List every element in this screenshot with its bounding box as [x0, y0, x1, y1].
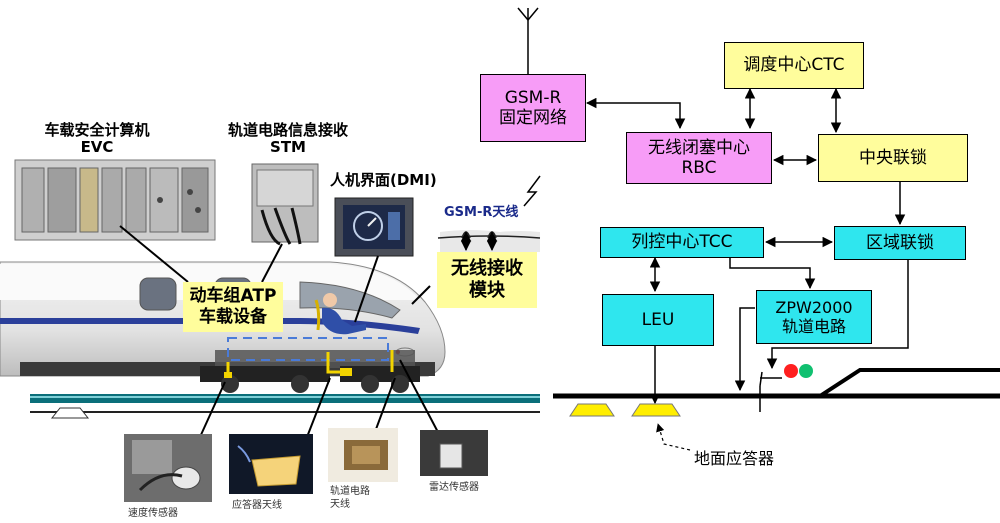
track-circuit-antenna-photo [328, 428, 398, 482]
zpw-line1: ZPW2000 [775, 298, 852, 317]
balise-right [632, 404, 680, 416]
atp-line1: 动车组ATP [190, 286, 277, 307]
tcc-label: 列控中心TCC [631, 232, 732, 252]
ctc-box: 调度中心CTC [724, 42, 864, 89]
evc-label: 车载安全计算机 EVC [22, 122, 172, 157]
stm-label: 轨道电路信息接收 STM [208, 122, 368, 157]
zpw-line2: 轨道电路 [782, 317, 846, 336]
radio-module-line1: 无线接收 [451, 258, 523, 280]
gsmr-fixed-network-box: GSM-R 固定网络 [480, 74, 586, 142]
left-balise [52, 408, 88, 418]
evc-label-line1: 车载安全计算机 [22, 122, 172, 139]
balise-antenna-label: 应答器天线 [232, 500, 282, 513]
gsmr-antenna-graphic [438, 230, 540, 252]
ground-balise-label: 地面应答器 [694, 450, 774, 468]
gsmr-net-line1: GSM-R [505, 88, 562, 108]
dmi-screen [335, 198, 413, 256]
evc-label-line2: EVC [22, 139, 172, 156]
zpw2000-box: ZPW2000 轨道电路 [756, 290, 872, 344]
track-circuit-antenna-label: 轨道电路 天线 [330, 486, 370, 511]
radar-sensor-photo [420, 430, 488, 476]
rbc-box: 无线闭塞中心 RBC [626, 132, 772, 184]
ctc-label: 调度中心CTC [743, 55, 844, 75]
central-interlock-label: 中央联锁 [859, 148, 927, 168]
stm-unit-photo [252, 164, 318, 244]
gsmr-antenna-label: GSM-R天线 [444, 206, 518, 221]
speed-sensor-photo [124, 434, 212, 502]
rbc-line2: RBC [681, 158, 716, 178]
atp-line2: 车载设备 [199, 307, 267, 328]
balise-left [570, 404, 614, 416]
stm-label-line2: STM [208, 139, 368, 156]
atp-onboard-box: 动车组ATP 车载设备 [183, 282, 283, 332]
lightning-icon [524, 176, 540, 206]
antenna-icon [518, 8, 538, 74]
zone-interlock-label: 区域联锁 [866, 233, 934, 253]
stm-label-line1: 轨道电路信息接收 [208, 122, 368, 139]
leu-box: LEU [602, 294, 714, 346]
radio-module-line2: 模块 [469, 280, 505, 302]
speed-sensor-label: 速度传感器 [128, 508, 178, 521]
dmi-label: 人机界面(DMI) [330, 172, 437, 189]
track-circuit-antenna-line1: 轨道电路 [330, 486, 370, 499]
tcc-box: 列控中心TCC [600, 227, 764, 258]
evc-rack-photo [15, 160, 215, 240]
central-interlock-box: 中央联锁 [818, 134, 968, 182]
balise-antenna-photo [229, 434, 313, 494]
gsmr-net-line2: 固定网络 [499, 108, 567, 128]
balise-pointer [658, 424, 690, 450]
track-circuit-antenna-line2: 天线 [330, 499, 370, 512]
left-track [30, 394, 540, 403]
leu-label: LEU [642, 310, 675, 330]
right-track [553, 370, 1000, 412]
radio-receiver-module-box: 无线接收 模块 [437, 252, 537, 308]
zone-interlock-box: 区域联锁 [834, 226, 966, 260]
radar-sensor-label: 雷达传感器 [420, 482, 488, 495]
green-signal-light [799, 364, 813, 378]
rbc-line1: 无线闭塞中心 [648, 138, 750, 158]
red-signal-light [784, 364, 798, 378]
